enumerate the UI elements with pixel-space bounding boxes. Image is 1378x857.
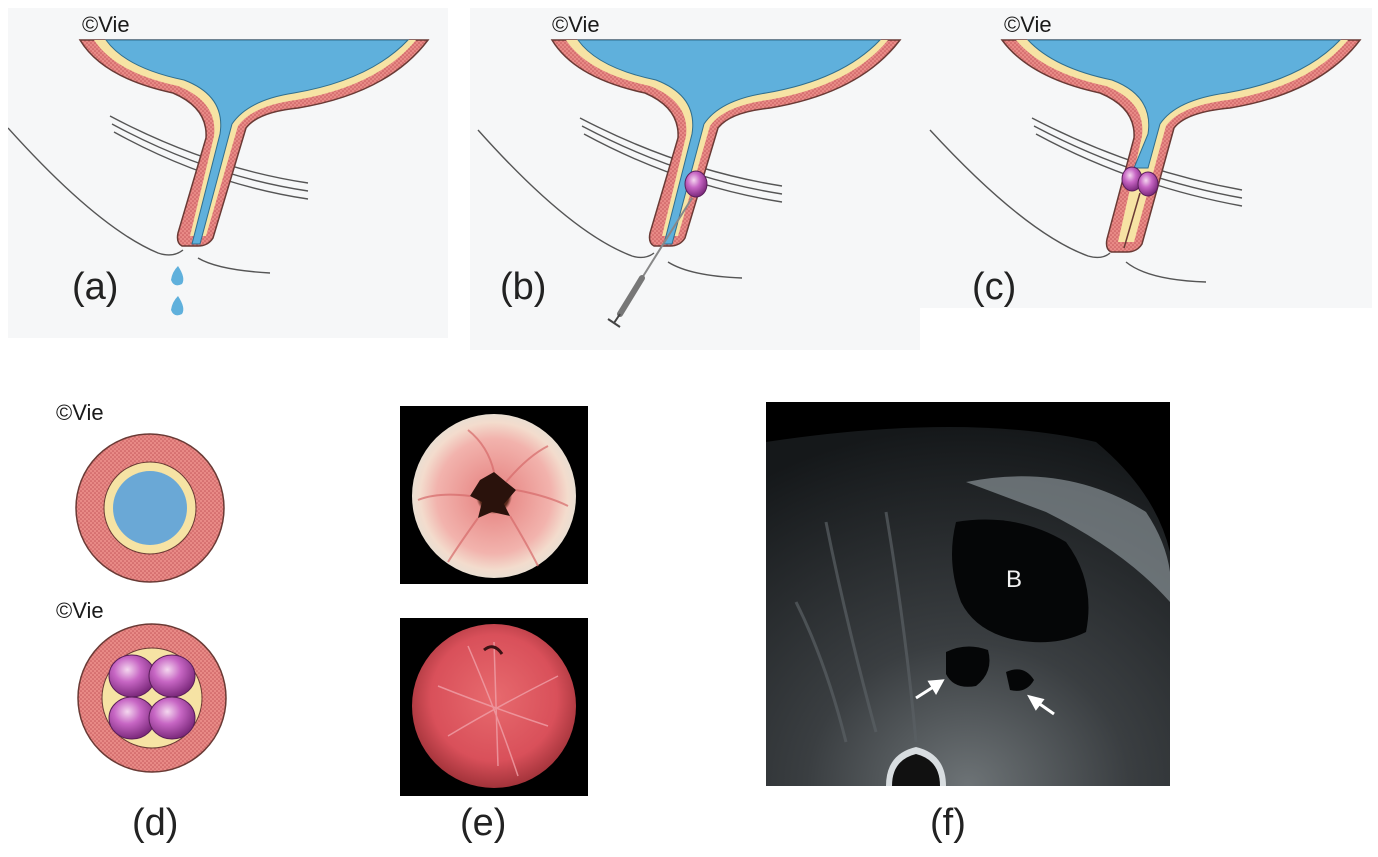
bladder-label: B bbox=[1006, 566, 1022, 594]
urethra-cross-section-open bbox=[76, 434, 224, 582]
cystoscopy-image-bulked bbox=[400, 618, 588, 796]
panel-c-label: (c) bbox=[972, 266, 1016, 309]
panel-d-label: (d) bbox=[132, 802, 178, 845]
copyright-c: ©Vie bbox=[1004, 12, 1052, 38]
copyright-d-top: ©Vie bbox=[56, 400, 104, 426]
panel-c: ©Vie (c) bbox=[920, 8, 1372, 308]
panel-a: ©Vie (a) bbox=[8, 8, 448, 338]
panel-a-label: (a) bbox=[72, 266, 118, 309]
urethra-cross-section-bulked bbox=[78, 624, 226, 772]
panel-b-label: (b) bbox=[500, 266, 546, 309]
panel-e-drawing bbox=[398, 406, 590, 798]
panel-f-label: (f) bbox=[930, 802, 966, 845]
cystoscopy-image-open bbox=[400, 406, 588, 584]
panel-d: ©Vie ©Vie bbox=[70, 400, 230, 780]
copyright-d-bottom: ©Vie bbox=[56, 598, 104, 624]
bulking-agent-right bbox=[1138, 172, 1158, 196]
copyright-a: ©Vie bbox=[82, 12, 130, 38]
copyright-b: ©Vie bbox=[552, 12, 600, 38]
bulking-agent bbox=[685, 171, 707, 197]
panel-f: B bbox=[766, 402, 1170, 786]
panel-e-label: (e) bbox=[460, 802, 506, 845]
panel-d-drawing bbox=[70, 400, 230, 780]
panel-e bbox=[398, 406, 590, 798]
panel-b: ©Vie (b) bbox=[470, 8, 920, 350]
panel-f-drawing bbox=[766, 402, 1170, 786]
panel-c-drawing bbox=[920, 8, 1372, 308]
